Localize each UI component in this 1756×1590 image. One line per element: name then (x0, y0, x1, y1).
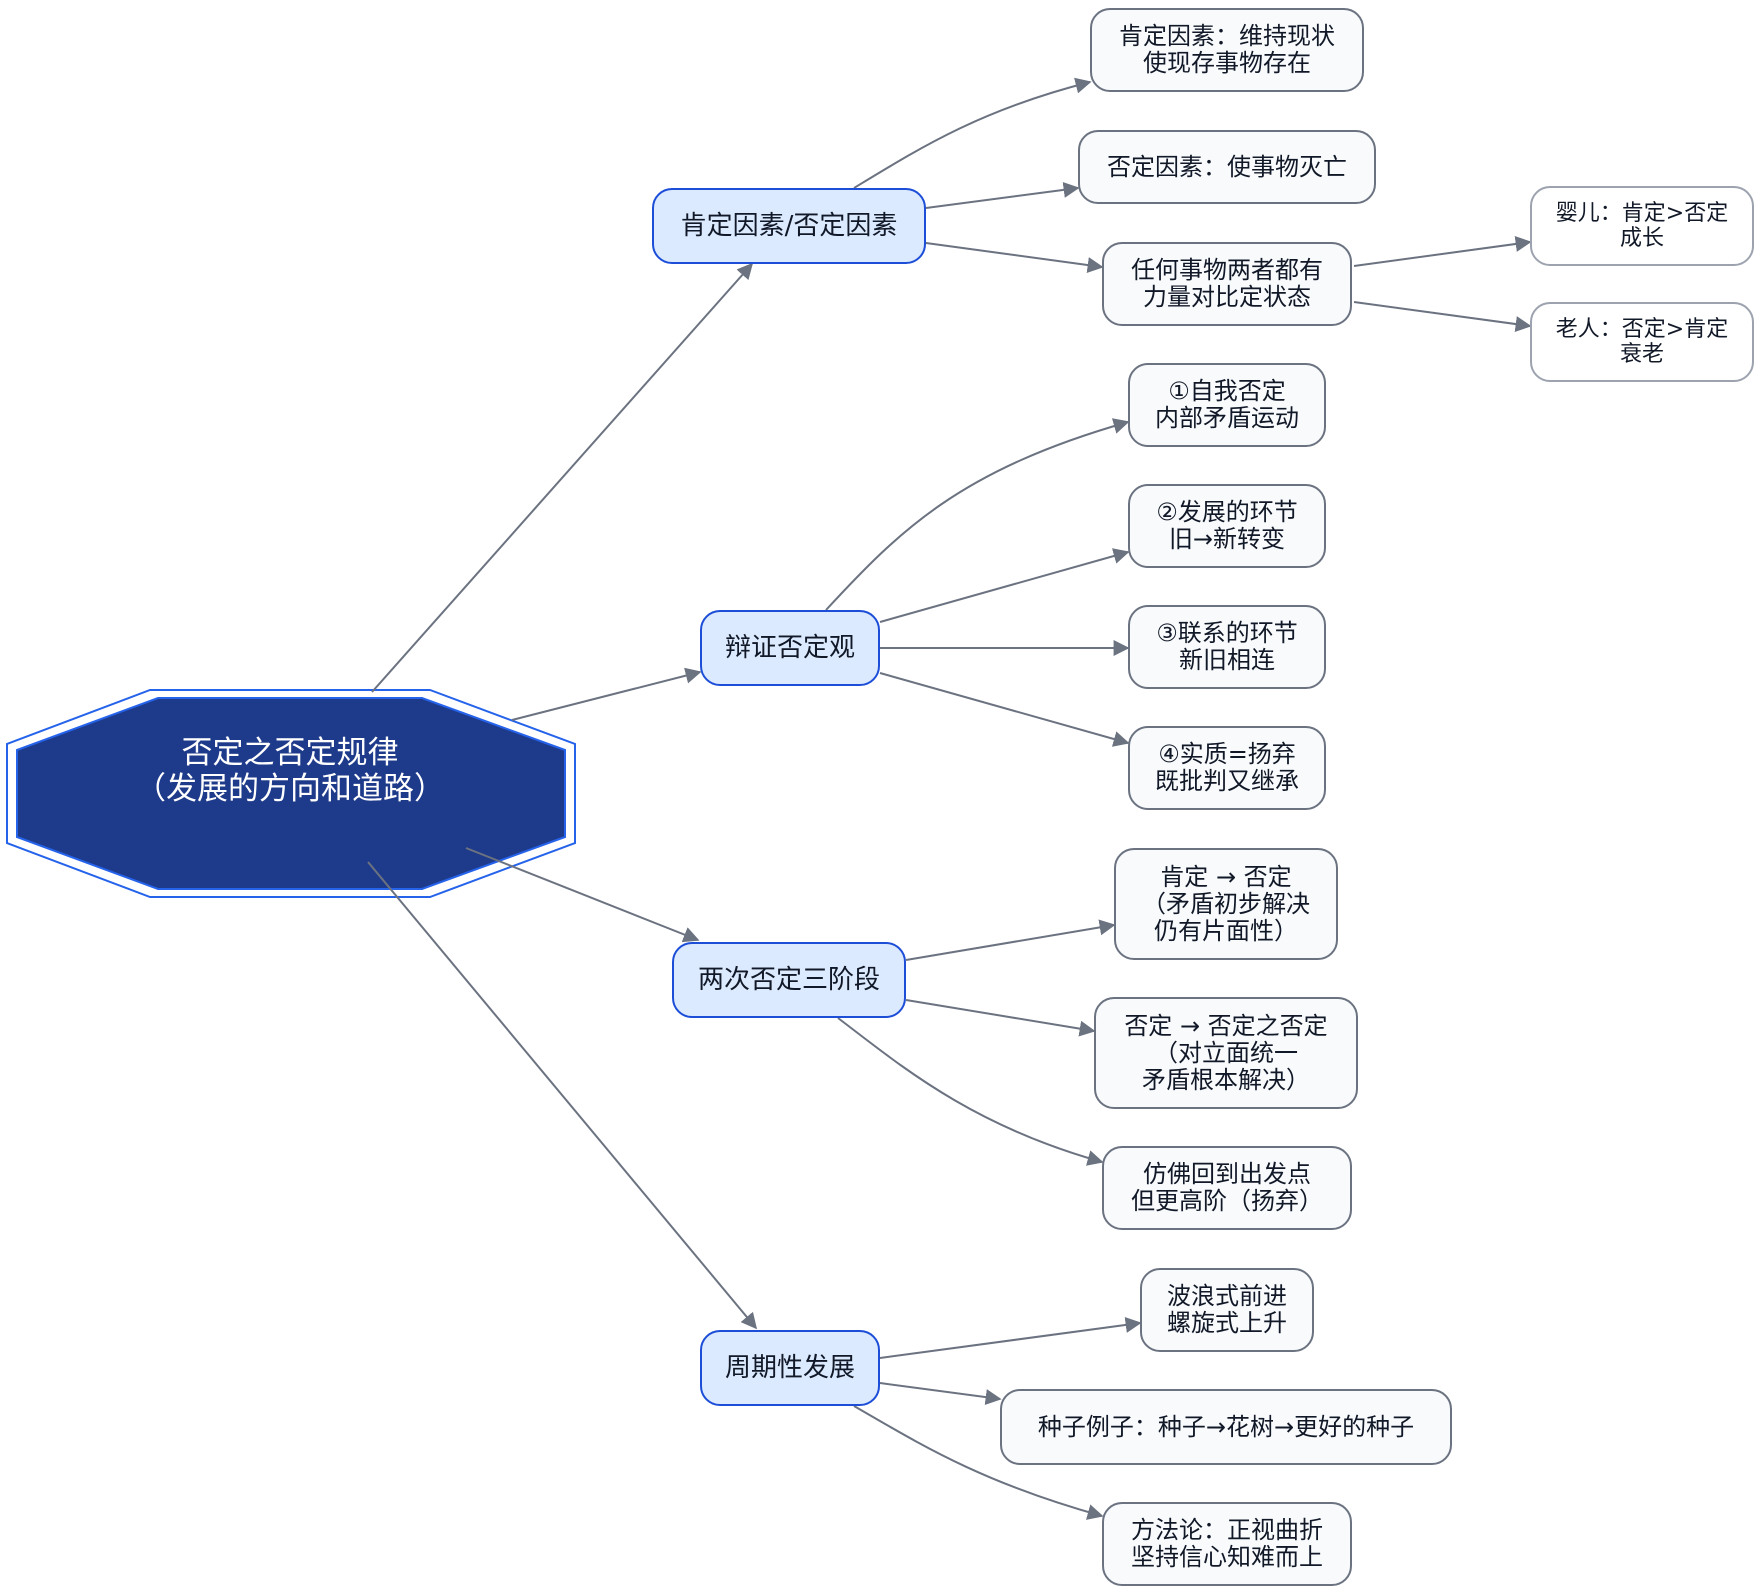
edge-b4-l12 (879, 1382, 1002, 1406)
leaf-connection-link: ③联系的环节 新旧相连 (1128, 605, 1326, 689)
edge-b3-l10 (837, 1017, 1104, 1166)
edge-root-b3 (465, 847, 700, 943)
edge-b4-l13 (853, 1405, 1104, 1520)
edge-b2-l4 (825, 418, 1130, 611)
branch-positive-negative-factors: 肯定因素/否定因素 (652, 188, 926, 264)
root-title: 否定之否定规律 (181, 735, 399, 771)
edge-b3-l9 (905, 999, 1096, 1037)
subleaf-infant: 婴儿：肯定>否定 成长 (1530, 186, 1754, 266)
edge-b4-l11 (879, 1316, 1142, 1359)
root-node: 否定之否定规律 （发展的方向和道路） (60, 735, 520, 807)
edge-root-b2 (511, 667, 702, 721)
leaf-positive-factor: 肯定因素：维持现状 使现存事物存在 (1090, 8, 1364, 92)
edge-b2-l7 (879, 672, 1130, 747)
root-node-shape (16, 697, 566, 890)
edge-root-b4 (367, 861, 758, 1330)
leaf-wave-spiral: 波浪式前进 螺旋式上升 (1140, 1268, 1314, 1352)
edge-b1-l3 (925, 242, 1104, 273)
edge-b1-l2 (925, 181, 1080, 209)
edge-b2-l5 (879, 548, 1130, 623)
edge-b1-l1 (853, 77, 1092, 189)
leaf-negation-of-negation: 否定 → 否定之否定 （对立面统一 矛盾根本解决） (1094, 997, 1358, 1109)
leaf-sublation-essence: ④实质=扬弃 既批判又继承 (1128, 726, 1326, 810)
subleaf-elderly: 老人：否定>肯定 衰老 (1530, 302, 1754, 382)
leaf-return-higher-level: 仿佛回到出发点 但更高阶（扬弃） (1102, 1146, 1352, 1230)
root-subtitle: （发展的方向和道路） (135, 771, 445, 807)
leaf-development-link: ②发展的环节 旧→新转变 (1128, 484, 1326, 568)
edge-root-b1 (371, 262, 754, 693)
leaf-negative-factor: 否定因素：使事物灭亡 (1078, 130, 1376, 204)
leaf-affirmation-to-negation: 肯定 → 否定 （矛盾初步解决 仍有片面性） (1114, 848, 1338, 960)
edge-b3-l8 (905, 919, 1116, 961)
leaf-both-factors: 任何事物两者都有 力量对比定状态 (1102, 242, 1352, 326)
branch-two-negations-three-stages: 两次否定三阶段 (672, 942, 906, 1018)
root-node-outline (6, 689, 576, 898)
edge-l3-s1 (1353, 236, 1532, 267)
leaf-seed-example: 种子例子：种子→花树→更好的种子 (1000, 1389, 1452, 1465)
leaf-methodology: 方法论：正视曲折 坚持信心知难而上 (1102, 1502, 1352, 1586)
leaf-self-negation: ①自我否定 内部矛盾运动 (1128, 363, 1326, 447)
branch-periodic-development: 周期性发展 (700, 1330, 880, 1406)
branch-dialectical-negation: 辩证否定观 (700, 610, 880, 686)
edge-l3-s2 (1353, 301, 1532, 332)
